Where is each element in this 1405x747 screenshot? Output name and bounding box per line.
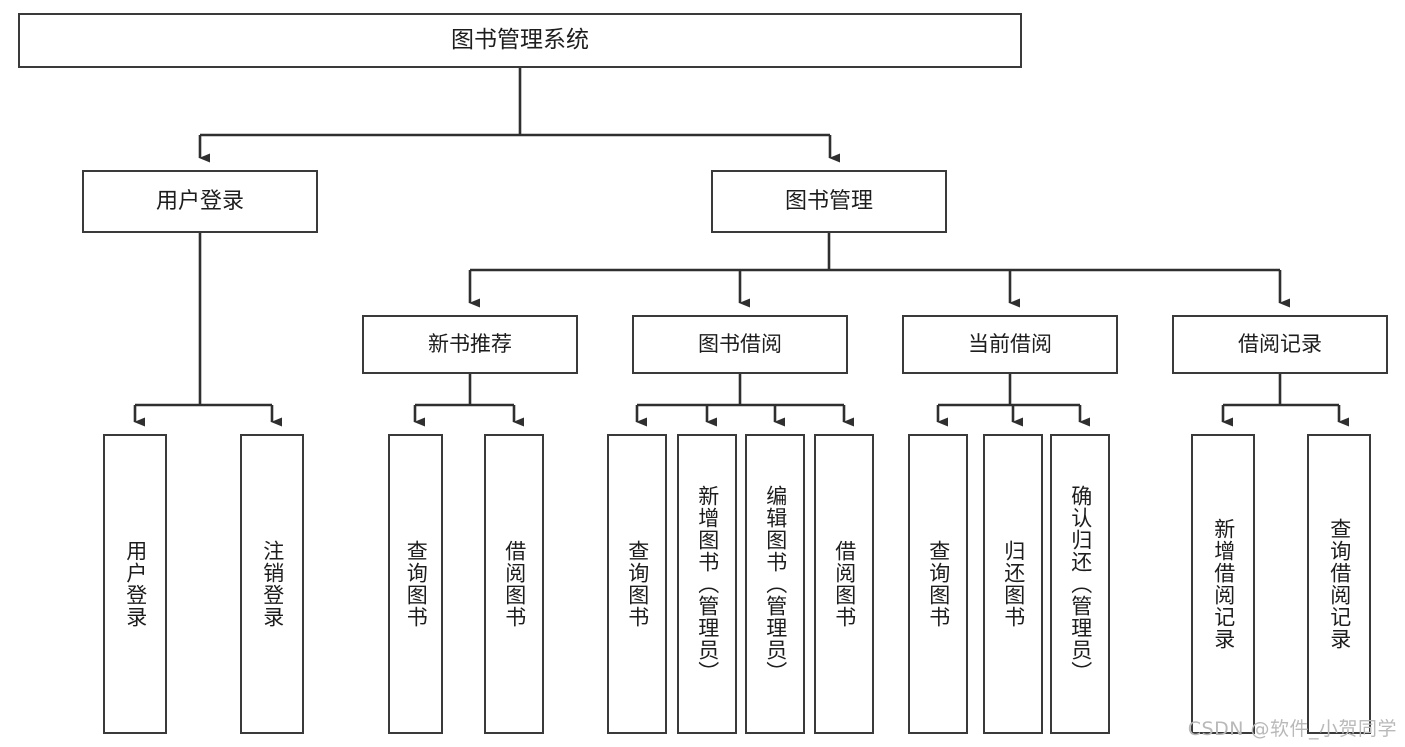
node-user-login-label: 用户登录 xyxy=(155,188,244,214)
leaf-logout-label: 注销登录 xyxy=(260,540,285,628)
leaf-add-book[interactable]: 新增图书（管理员） xyxy=(677,434,737,734)
leaf-return-book[interactable]: 归还图书 xyxy=(983,434,1043,734)
leaf-add-book-label: 新增图书（管理员） xyxy=(695,485,720,683)
leaf-borrow-book[interactable]: 借阅图书 xyxy=(814,434,874,734)
node-new-book-rec-label: 新书推荐 xyxy=(428,332,512,357)
leaf-edit-book[interactable]: 编辑图书（管理员） xyxy=(745,434,805,734)
leaf-logout[interactable]: 注销登录 xyxy=(240,434,304,734)
node-book-manage[interactable]: 图书管理 xyxy=(711,170,947,233)
leaf-query-book-cur[interactable]: 查询图书 xyxy=(908,434,968,734)
node-user-login[interactable]: 用户登录 xyxy=(82,170,318,233)
leaf-edit-book-label: 编辑图书（管理员） xyxy=(763,485,788,683)
node-borrow-record[interactable]: 借阅记录 xyxy=(1172,315,1388,374)
node-borrow-record-label: 借阅记录 xyxy=(1238,332,1322,357)
leaf-query-book-rec[interactable]: 查询图书 xyxy=(388,434,443,734)
csdn-watermark: CSDN @软件_小贺同学 xyxy=(1187,718,1397,740)
leaf-query-record-label: 查询借阅记录 xyxy=(1327,518,1352,650)
leaf-confirm-return-label: 确认归还（管理员） xyxy=(1068,485,1093,683)
node-book-borrow[interactable]: 图书借阅 xyxy=(632,315,848,374)
leaf-user-login[interactable]: 用户登录 xyxy=(103,434,167,734)
node-root-label: 图书管理系统 xyxy=(451,26,589,53)
leaf-add-record-label: 新增借阅记录 xyxy=(1211,518,1236,650)
node-new-book-rec[interactable]: 新书推荐 xyxy=(362,315,578,374)
leaf-user-login-label: 用户登录 xyxy=(123,540,148,628)
leaf-confirm-return[interactable]: 确认归还（管理员） xyxy=(1050,434,1110,734)
node-book-borrow-label: 图书借阅 xyxy=(698,332,782,357)
leaf-borrow-book-rec[interactable]: 借阅图书 xyxy=(484,434,544,734)
leaf-borrow-book-rec-label: 借阅图书 xyxy=(502,540,527,628)
leaf-query-book-borrow[interactable]: 查询图书 xyxy=(607,434,667,734)
leaf-query-book-cur-label: 查询图书 xyxy=(926,540,951,628)
leaf-query-book-rec-label: 查询图书 xyxy=(404,540,429,628)
leaf-query-book-borrow-label: 查询图书 xyxy=(625,540,650,628)
node-current-borrow-label: 当前借阅 xyxy=(968,332,1052,357)
leaf-return-book-label: 归还图书 xyxy=(1001,540,1026,628)
node-current-borrow[interactable]: 当前借阅 xyxy=(902,315,1118,374)
leaf-borrow-book-label: 借阅图书 xyxy=(832,540,857,628)
node-root[interactable]: 图书管理系统 xyxy=(18,13,1022,68)
node-book-manage-label: 图书管理 xyxy=(784,188,873,214)
leaf-add-record[interactable]: 新增借阅记录 xyxy=(1191,434,1255,734)
leaf-query-record[interactable]: 查询借阅记录 xyxy=(1307,434,1371,734)
